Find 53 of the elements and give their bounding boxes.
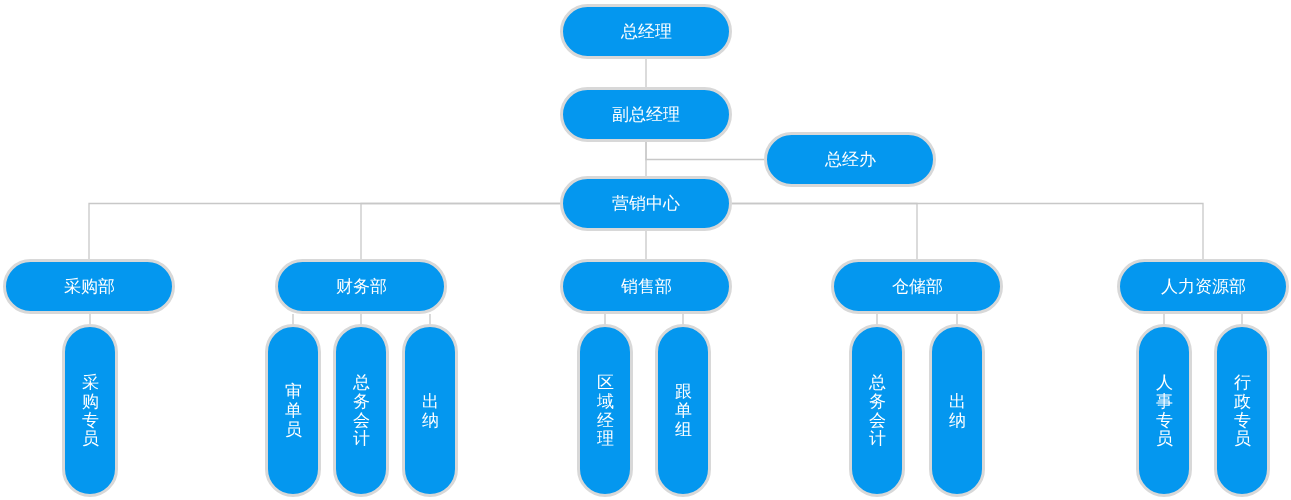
connector-line: [645, 58, 647, 88]
vertical-role-pill: [62, 324, 118, 497]
connector-line: [645, 141, 765, 161]
department-pill: [560, 4, 732, 59]
node-label: 营销中心: [612, 192, 680, 215]
department-pill: [560, 259, 732, 314]
node-label: 采购专员: [81, 373, 99, 448]
vertical-role-pill: [929, 324, 985, 497]
department-pill: [560, 87, 732, 142]
node-label: 区域经理: [596, 373, 614, 448]
connector-line: [292, 313, 294, 325]
department-pill: [831, 259, 1003, 314]
node-label: 人事专员: [1155, 373, 1173, 448]
connector-line: [89, 313, 91, 325]
node-label: 出纳: [948, 391, 966, 430]
node-label: 审单员: [284, 382, 302, 439]
connector-line: [731, 202, 1204, 260]
connector-line: [1241, 313, 1243, 325]
connector-line: [682, 313, 684, 325]
vertical-role-pill: [265, 324, 321, 497]
node-label: 销售部: [620, 275, 672, 298]
connector-line: [360, 313, 362, 325]
node-label: 出纳: [421, 391, 439, 430]
node-label: 总经理: [620, 20, 672, 43]
vertical-role-pill: [1214, 324, 1270, 497]
node-label: 跟单组: [674, 382, 692, 439]
department-pill: [560, 176, 732, 231]
connector-line: [876, 313, 878, 325]
vertical-role-pill: [655, 324, 711, 497]
department-pill: [275, 259, 447, 314]
vertical-role-pill: [577, 324, 633, 497]
connector-line: [956, 313, 958, 325]
vertical-role-pill: [849, 324, 905, 497]
node-label: 总务会计: [352, 373, 370, 448]
node-label: 总务会计: [868, 373, 886, 448]
vertical-role-pill: [1136, 324, 1192, 497]
node-label: 人力资源部: [1160, 275, 1246, 298]
connector-line: [645, 230, 647, 260]
department-pill: [1117, 259, 1289, 314]
node-label: 副总经理: [612, 103, 680, 126]
vertical-role-pill: [333, 324, 389, 497]
node-label: 总经办: [824, 148, 876, 171]
department-pill: [3, 259, 175, 314]
department-pill: [764, 132, 936, 187]
connector-line: [604, 313, 606, 325]
connector-line: [1163, 313, 1165, 325]
vertical-role-pill: [402, 324, 458, 497]
connector-line: [360, 202, 561, 260]
node-label: 仓储部: [891, 275, 943, 298]
connector-line: [429, 313, 431, 325]
node-label: 采购部: [63, 275, 115, 298]
node-label: 行政专员: [1233, 373, 1251, 448]
node-label: 财务部: [335, 275, 387, 298]
